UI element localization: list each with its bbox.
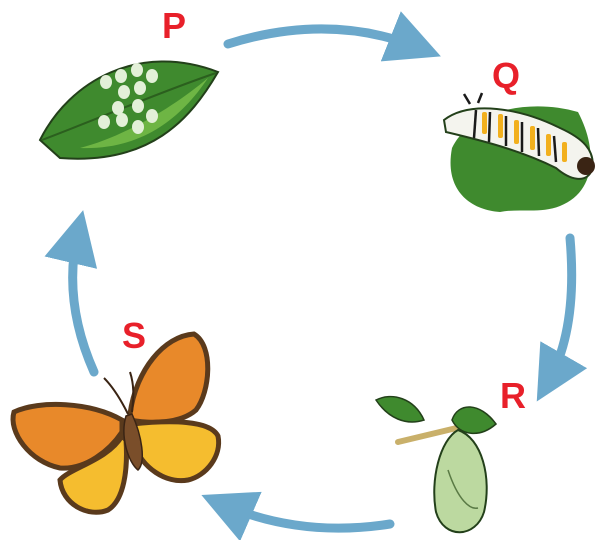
chrysalis-icon (434, 430, 486, 532)
stage-label-q: Q (492, 55, 520, 96)
stage-label-p: P (162, 5, 186, 46)
chrysalis-illustration (376, 397, 496, 533)
stage-label-r: R (500, 375, 526, 416)
arrow-p-to-q (228, 29, 420, 48)
eggs-on-leaf-illustration (40, 62, 218, 159)
arrow-s-to-p (73, 232, 94, 372)
twig-leaf-left-icon (376, 397, 424, 422)
caterpillar-illustration (444, 93, 595, 212)
leaf-icon (40, 62, 218, 159)
arrow-r-to-s (222, 504, 390, 528)
butterfly-lower-right-wing (132, 422, 219, 481)
arrow-q-to-r (548, 238, 572, 382)
stage-label-s: S (122, 315, 146, 356)
butterfly-illustration (13, 334, 219, 512)
